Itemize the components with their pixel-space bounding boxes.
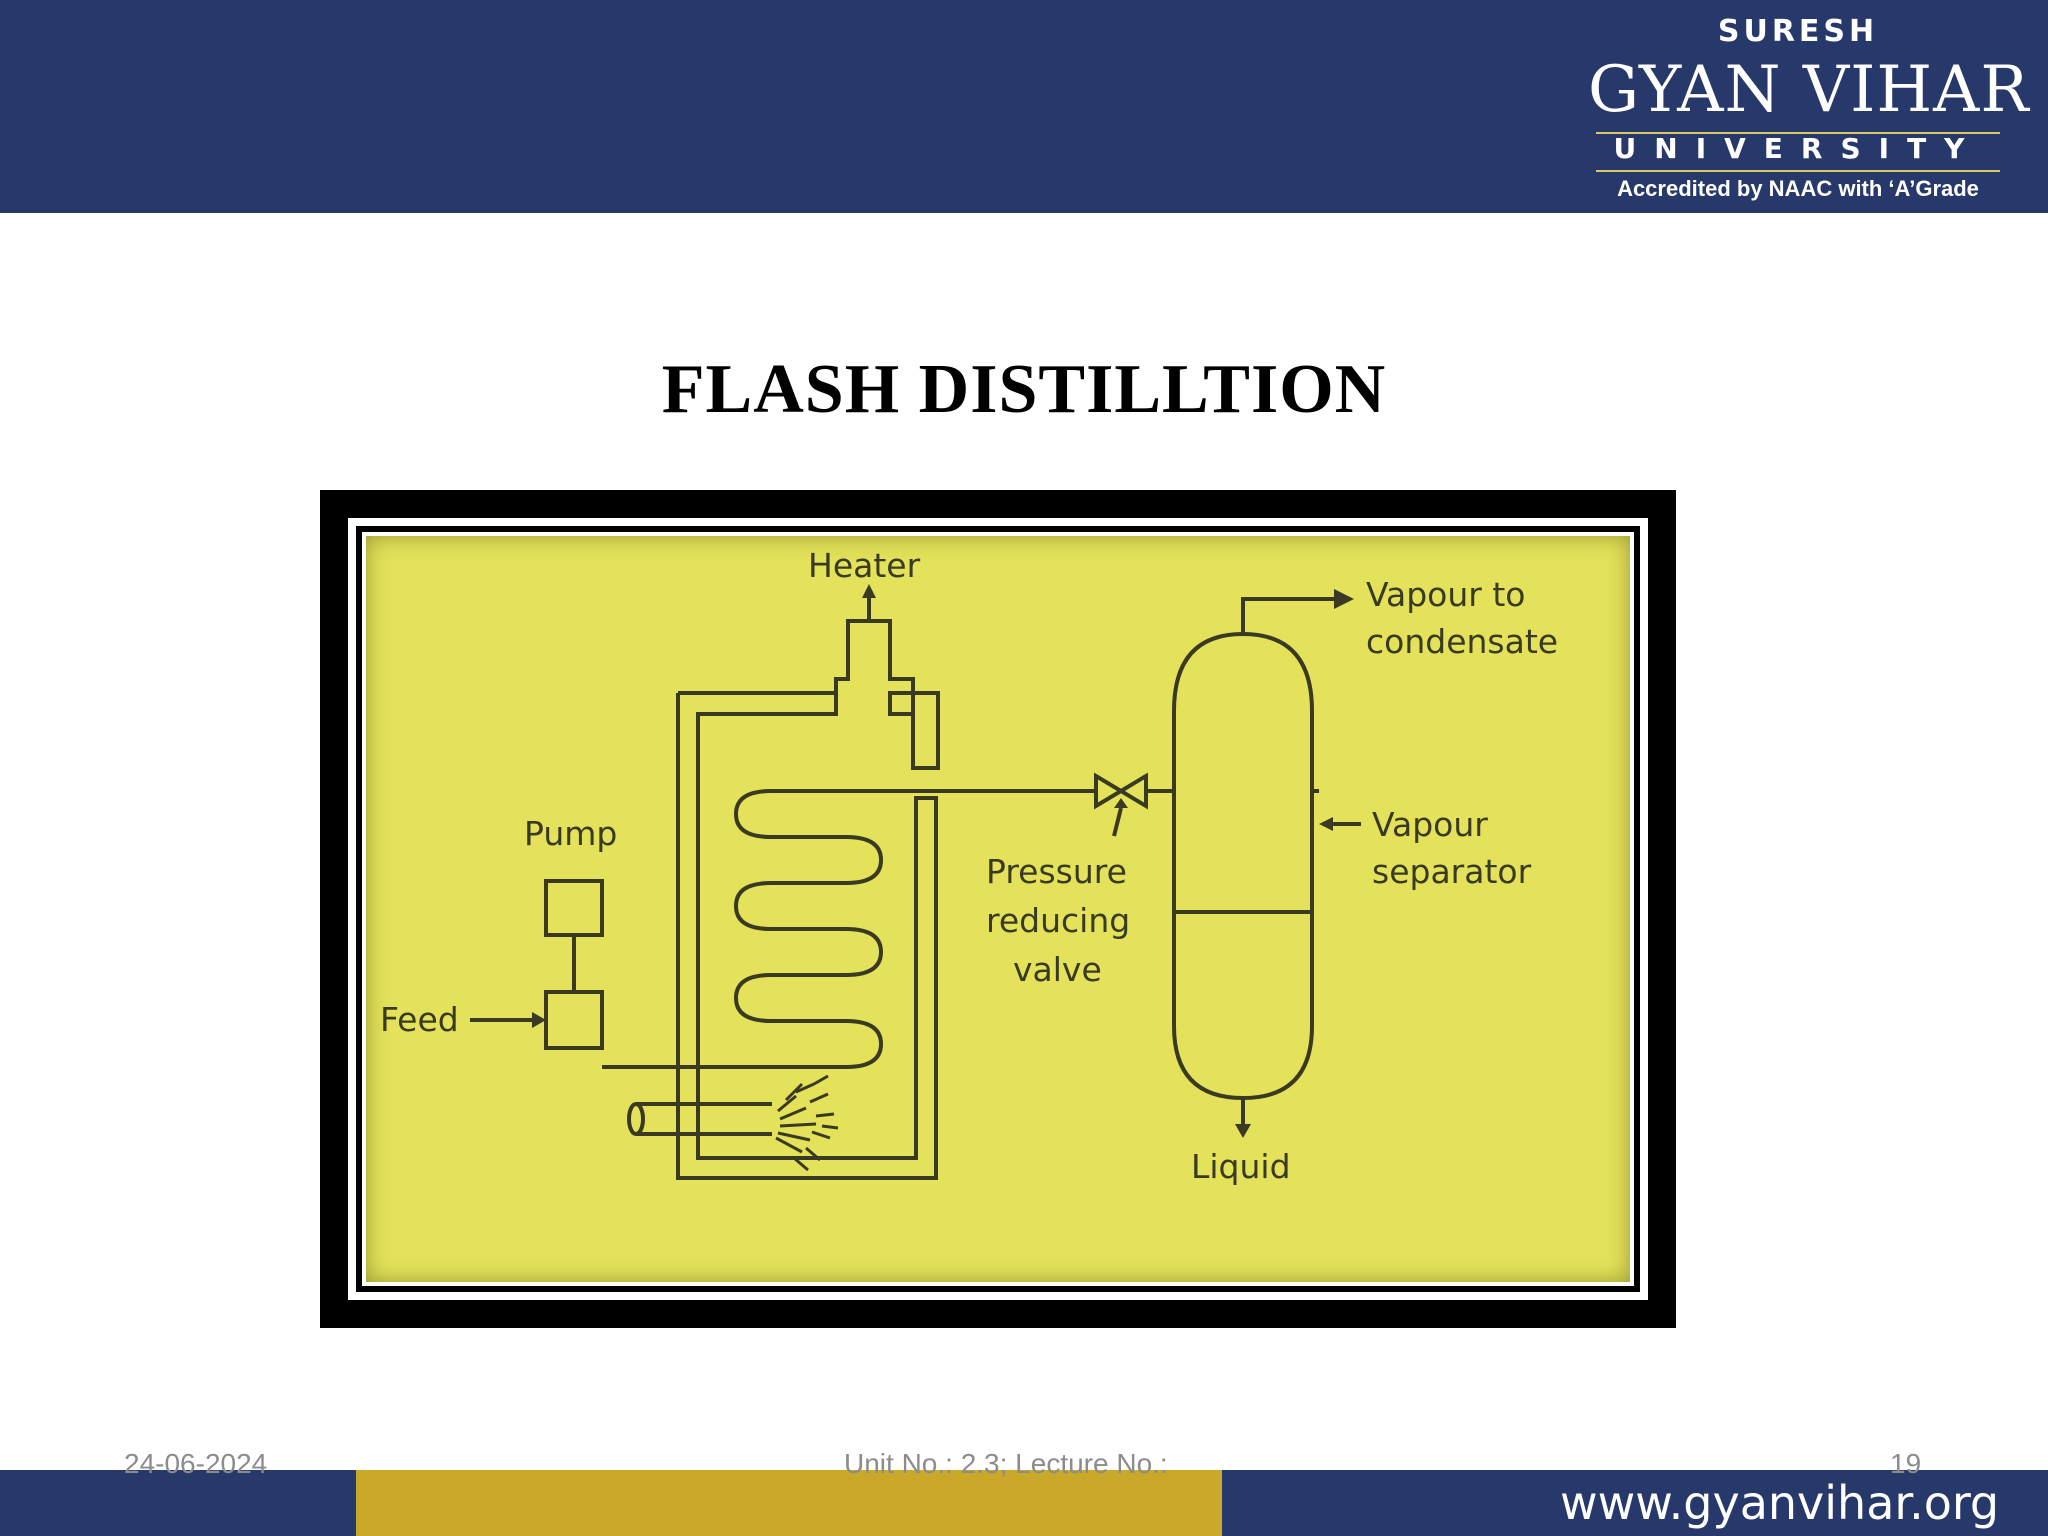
logo-main-text: GYAN VIHAR <box>1588 53 2030 127</box>
logo-sub-text: UNIVERSITY <box>1613 132 1983 165</box>
footer-website: www.gyanvihar.org <box>1560 1476 2000 1530</box>
burner-pipe <box>636 1102 772 1136</box>
label-pump: Pump <box>524 814 617 853</box>
footer-unit: Unit No.: 2.3; Lecture No.: <box>844 1448 1168 1479</box>
label-heater: Heater <box>808 546 921 585</box>
vapour-arrow <box>1334 589 1354 609</box>
valve-pointer-head <box>1114 798 1128 808</box>
diagram-labels: Heater Vapour to condensate Pump Pressur… <box>380 546 1558 1186</box>
logo-accreditation: Accredited by NAAC with ‘A’Grade <box>1617 176 1979 201</box>
valve-left <box>1094 772 1125 810</box>
label-feed: Feed <box>380 1000 459 1039</box>
university-logo: SURESH GYAN VIHAR UNIVERSITY Accredited … <box>1588 8 2030 208</box>
pump-box <box>544 879 604 937</box>
label-liquid: Liquid <box>1191 1147 1291 1186</box>
label-condensate: condensate <box>1366 622 1558 661</box>
logo-top-text: SURESH <box>1717 14 1879 49</box>
heating-coil <box>602 789 912 1069</box>
heater-arrow <box>862 584 876 598</box>
furnace-wall <box>676 619 940 1180</box>
diagram-svg: Heater Vapour to condensate Pump Pressur… <box>380 546 1558 1186</box>
label-separator: separator <box>1372 852 1532 891</box>
feed-arrow <box>532 1012 546 1028</box>
footer-band-left <box>0 1470 356 1536</box>
label-valve: valve <box>1013 950 1102 989</box>
liquid-arrow <box>1235 1124 1251 1138</box>
feed-box <box>544 990 604 1050</box>
vapour-outlet <box>1241 597 1336 634</box>
valve-pointer <box>1112 807 1123 837</box>
label-vapour: Vapour <box>1372 805 1488 844</box>
diagram-frame: Heater Vapour to condensate Pump Pressur… <box>320 490 1676 1328</box>
flash-distillation-diagram: Heater Vapour to condensate Pump Pressur… <box>366 536 1630 1282</box>
valve-right <box>1117 772 1148 810</box>
footer-band-gold <box>356 1470 1222 1536</box>
burner-flame <box>775 1074 839 1172</box>
label-reducing: reducing <box>986 901 1130 940</box>
footer-band-right <box>1222 1470 2048 1536</box>
logo-rule-bottom <box>1596 170 2000 172</box>
label-vapour-to: Vapour to <box>1366 575 1525 614</box>
slide-title: FLASH DISTILLTION <box>661 351 1387 428</box>
label-pressure: Pressure <box>986 852 1127 891</box>
header-band <box>0 0 2048 213</box>
separator-vessel <box>1172 631 1314 1101</box>
burner-end <box>627 1102 645 1136</box>
separator-pointer-head <box>1319 817 1333 831</box>
footer-date: 24-06-2024 <box>124 1448 268 1479</box>
footer-page-number: 19 <box>1890 1448 1922 1479</box>
logo-rule-top <box>1596 132 2000 134</box>
